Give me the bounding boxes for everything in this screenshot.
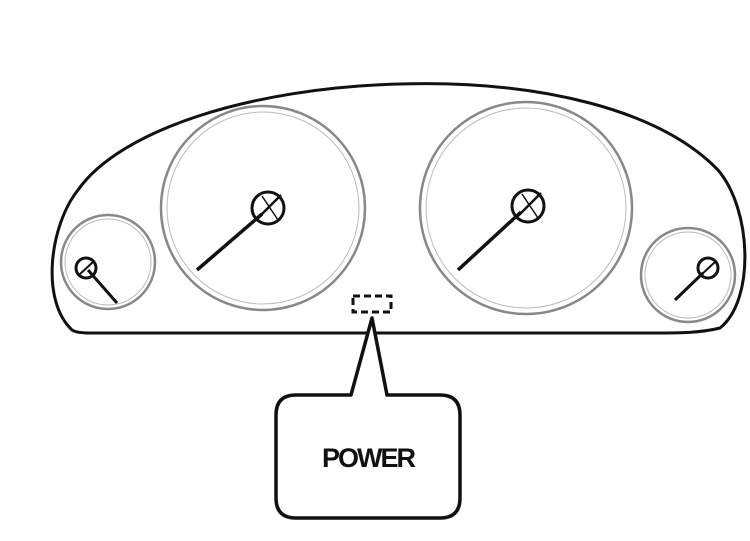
left-large-gauge-hub bbox=[250, 190, 286, 226]
left-small-gauge-hub bbox=[74, 256, 98, 280]
right-large-gauge bbox=[418, 100, 634, 316]
right-small-gauge-needle bbox=[673, 271, 705, 302]
callout-label: POWER bbox=[322, 443, 416, 473]
right-large-gauge-hub bbox=[510, 188, 546, 224]
cluster-housing bbox=[50, 82, 747, 335]
right-small-gauge-hub bbox=[696, 256, 720, 280]
left-small-gauge-needle bbox=[86, 269, 119, 304]
callout-box bbox=[274, 316, 462, 520]
left-small-gauge bbox=[59, 213, 157, 311]
left-large-gauge-needle bbox=[195, 212, 264, 272]
power-indicator bbox=[351, 294, 393, 314]
left-large-gauge bbox=[159, 104, 367, 312]
right-large-gauge-needle bbox=[456, 210, 523, 272]
right-small-gauge bbox=[639, 226, 737, 324]
